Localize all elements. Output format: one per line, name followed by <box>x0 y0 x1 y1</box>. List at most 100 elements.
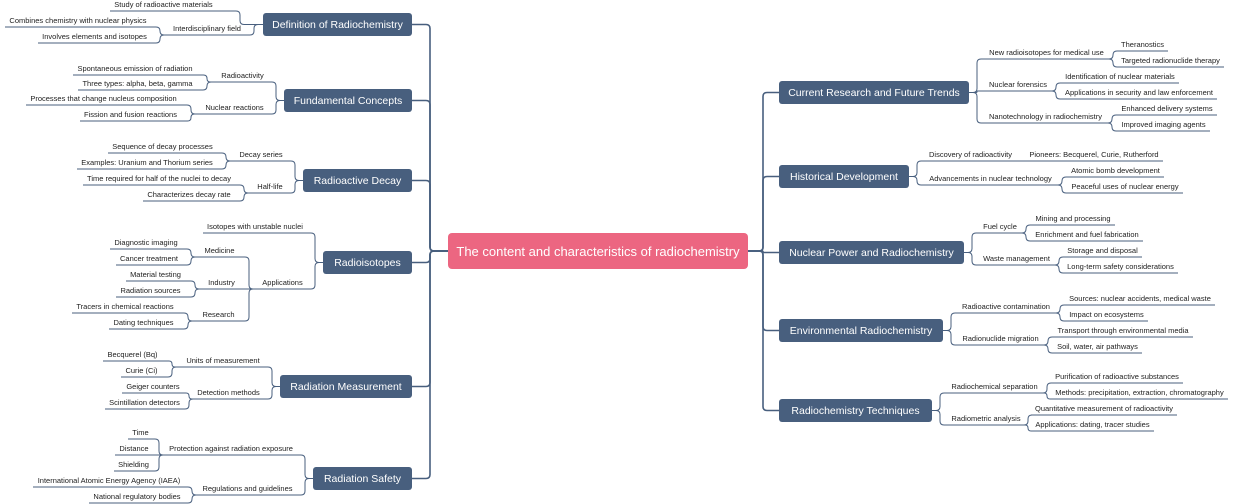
subtopic-label: Isotopes with unstable nuclei <box>207 222 303 231</box>
branch-link <box>287 160 303 181</box>
branch-link <box>1054 304 1065 314</box>
branch-link <box>182 248 200 258</box>
subtopic-label: Industry <box>208 278 235 287</box>
subtopic-label: Nuclear reactions <box>205 103 264 112</box>
branch-link <box>1051 82 1061 92</box>
subtopic-label: Peaceful uses of nuclear energy <box>1071 182 1179 191</box>
subtopic-label: Scintillation detectors <box>109 398 180 407</box>
branch-link <box>235 184 253 194</box>
subtopic-label: Radioactivity <box>221 71 264 80</box>
main-topic-meas: Radiation Measurement <box>280 375 412 398</box>
branch-link <box>217 160 235 170</box>
branch-link <box>185 494 198 504</box>
subtopic-label: Diagnostic imaging <box>114 238 178 247</box>
main-topic-saf: Radiation Safety <box>313 467 412 490</box>
subtopic-label: Detection methods <box>197 388 260 397</box>
subtopic-label: Enrichment and fuel fabrication <box>1035 230 1139 239</box>
subtopic-label: Sources: nuclear accidents, medical wast… <box>1069 294 1211 303</box>
subtopic-label: Soil, water, air pathways <box>1057 342 1138 351</box>
branch-link <box>151 26 169 36</box>
branch-link <box>1108 50 1118 60</box>
branch-link <box>307 232 323 263</box>
branch-link <box>1021 232 1031 242</box>
subtopic-label: Time required for half of the nuclei to … <box>87 174 231 183</box>
branch-link <box>181 113 201 122</box>
branch-link <box>178 312 198 322</box>
branch-link <box>1042 392 1051 400</box>
subtopic-label: Theranostics <box>1121 40 1164 49</box>
branch-link <box>1042 382 1052 394</box>
subtopic-label: Atomic bomb development <box>1071 166 1160 175</box>
subtopic-label: Methods: precipitation, extraction, chro… <box>1055 388 1224 397</box>
subtopic-label: Applications in security and law enforce… <box>1065 88 1213 97</box>
branch-link <box>235 192 253 202</box>
subtopic-label: Time <box>132 428 149 437</box>
branch-link <box>268 81 284 101</box>
subtopic-label: Pioneers: Becquerel, Curie, Rutherford <box>1029 150 1159 159</box>
branch-link <box>178 320 198 330</box>
main-topic-def: Definition of Radiochemistry <box>263 13 412 36</box>
subtopic-label: Applications <box>262 278 303 287</box>
branch-link <box>184 398 194 410</box>
branch-link <box>1021 224 1031 234</box>
branch-link <box>268 100 284 115</box>
subtopic-label: Targeted radionuclide therapy <box>1121 56 1220 65</box>
branch-link <box>185 288 204 298</box>
subtopic-label: Radionuclide migration <box>962 334 1039 343</box>
main-topic-tech: Radiochemistry Techniques <box>779 399 932 422</box>
root-link <box>748 175 779 252</box>
branch-link <box>1054 312 1065 322</box>
subtopic-label: Sequence of decay processes <box>112 142 213 151</box>
branch-link <box>182 256 200 266</box>
subtopic-label: Storage and disposal <box>1067 246 1138 255</box>
branch-link <box>969 58 985 93</box>
branch-link <box>943 330 958 346</box>
branch-link <box>909 160 925 177</box>
subtopic-label: International Atomic Energy Agency (IAEA… <box>37 476 181 485</box>
subtopic-label: Medicine <box>204 246 235 255</box>
branch-link <box>1056 176 1067 186</box>
branch-link <box>197 81 217 91</box>
main-topic-cur: Current Research and Future Trends <box>779 81 969 104</box>
branch-link <box>197 74 217 83</box>
subtopic-label: Quantitative measurement of radioactivit… <box>1035 404 1173 413</box>
subtopic-label: Nanotechnology in radiochemistry <box>989 112 1102 121</box>
branch-link <box>297 454 313 479</box>
branch-link <box>1054 264 1064 274</box>
subtopic-label: Discovery of radioactivity <box>929 150 1012 159</box>
branch-link <box>1024 424 1032 432</box>
branch-link <box>969 90 985 93</box>
branch-link <box>964 252 979 266</box>
branch-link <box>307 262 323 290</box>
subtopic-label: Spontaneous emission of radiation <box>77 64 193 73</box>
branch-link <box>1051 90 1061 100</box>
subtopic-label: Impact on ecosystems <box>1069 310 1144 319</box>
subtopic-label: Nuclear forensics <box>989 80 1047 89</box>
branch-link <box>239 256 258 290</box>
branch-link <box>153 454 165 472</box>
subtopic-label: Radiometric analysis <box>951 414 1021 423</box>
branch-link <box>964 232 979 253</box>
subtopic-label: Curie (Ci) <box>125 366 158 375</box>
subtopic-label: Examples: Uranium and Thorium series <box>81 158 213 167</box>
branch-link <box>1056 184 1067 194</box>
root-link <box>412 250 448 480</box>
subtopic-label: Radiation sources <box>120 286 181 295</box>
main-topic-env: Environmental Radiochemistry <box>779 319 943 342</box>
subtopic-label: Combines chemistry with nuclear physics <box>9 16 147 25</box>
root-link <box>412 179 448 252</box>
subtopic-label: Tracers in chemical reactions <box>76 302 174 311</box>
branch-link <box>969 92 985 124</box>
branch-link <box>932 410 947 426</box>
subtopic-label: Regulations and guidelines <box>202 484 293 493</box>
subtopic-label: Study of radioactive materials <box>114 0 213 9</box>
root-link <box>748 250 779 254</box>
subtopic-label: Long-term safety considerations <box>1067 262 1174 271</box>
branch-link <box>264 366 280 387</box>
subtopic-label: Becquerel (Bq) <box>107 350 158 359</box>
subtopic-label: Units of measurement <box>186 356 260 365</box>
branch-link <box>245 24 263 36</box>
subtopic-label: Research <box>202 310 235 319</box>
subtopic-label: Fuel cycle <box>983 222 1017 231</box>
main-topic-his: Historical Development <box>779 165 909 188</box>
